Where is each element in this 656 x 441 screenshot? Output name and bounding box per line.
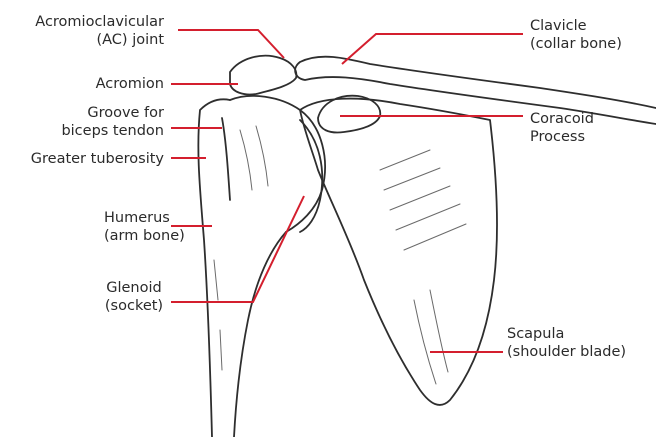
label-coracoid-line2: Process <box>530 128 594 146</box>
label-ac-joint-line2: (AC) joint <box>35 31 164 49</box>
shading <box>214 126 466 384</box>
label-humerus-line1: Humerus <box>104 209 168 227</box>
label-scapula: Scapula (shoulder blade) <box>507 325 626 361</box>
label-groove-line1: Groove for <box>61 104 164 122</box>
glenoid-leader <box>171 196 304 302</box>
label-coracoid-line1: Coracoid <box>530 110 594 128</box>
label-acromion: Acromion <box>96 75 164 93</box>
label-acromion-line1: Acromion <box>96 75 164 93</box>
label-ac-joint-line1: Acromioclavicular <box>35 13 164 31</box>
label-clavicle-line2: (collar bone) <box>530 35 622 53</box>
label-scapula-line2: (shoulder blade) <box>507 343 626 361</box>
label-coracoid: Coracoid Process <box>530 110 594 146</box>
label-glenoid-line1: Glenoid <box>102 279 166 297</box>
label-glenoid: Glenoid (socket) <box>102 279 166 315</box>
label-groove: Groove for biceps tendon <box>61 104 164 140</box>
label-humerus: Humerus (arm bone) <box>104 209 168 245</box>
humerus-head <box>230 96 325 232</box>
label-humerus-line2: (arm bone) <box>104 227 168 245</box>
scapula-bone <box>300 99 497 405</box>
clavicle-leader <box>342 34 523 64</box>
label-ac-joint: Acromioclavicular (AC) joint <box>35 13 164 49</box>
ac-joint-leader <box>178 30 284 58</box>
label-groove-line2: biceps tendon <box>61 122 164 140</box>
label-clavicle-line1: Clavicle <box>530 17 622 35</box>
clavicle-bone <box>295 57 656 124</box>
label-scapula-line1: Scapula <box>507 325 626 343</box>
acromion-bone <box>230 56 296 95</box>
coracoid-bone <box>318 96 380 133</box>
humerus-shaft <box>198 99 286 437</box>
label-clavicle: Clavicle (collar bone) <box>530 17 622 53</box>
biceps-groove <box>222 118 230 200</box>
label-greater-tuberosity: Greater tuberosity <box>31 150 164 168</box>
label-greater-tuberosity-line1: Greater tuberosity <box>31 150 164 168</box>
label-glenoid-line2: (socket) <box>102 297 166 315</box>
